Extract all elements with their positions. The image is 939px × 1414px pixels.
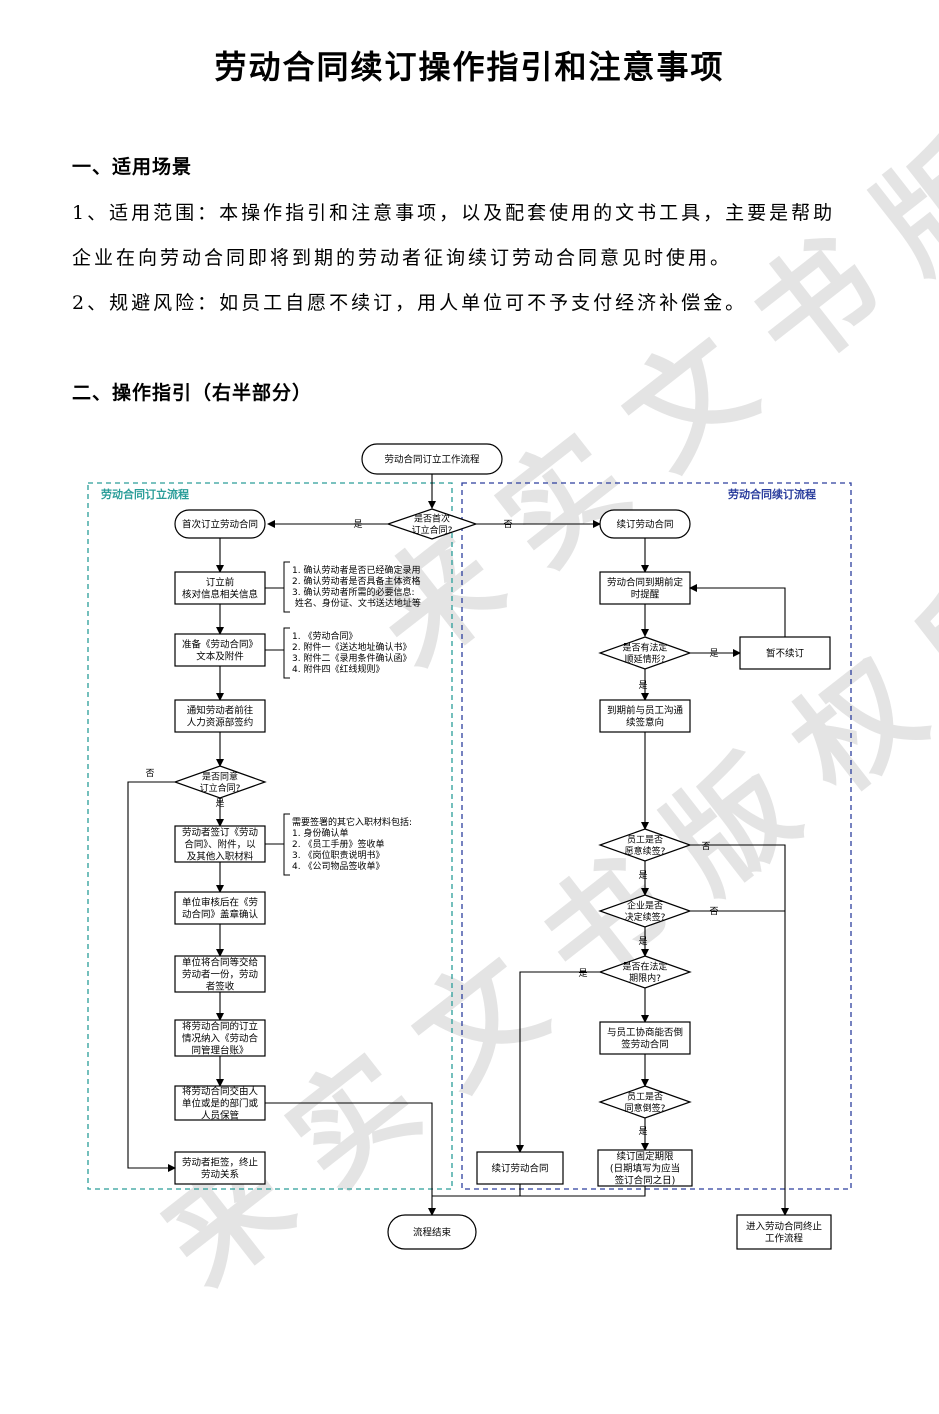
label-deadline-yes: 是 [578,968,587,979]
right-decision-employee-label: 员工是否愿意续签? [625,834,666,857]
document-title: 劳动合同续订操作指引和注意事项 [214,48,725,86]
section-heading-guide: 二、操作指引（右半部分） [72,382,313,404]
edge-agree-no [127,781,176,1172]
decision-first-contract-label: 是否首次订立合同? [412,512,453,536]
left-node-keep-label: 将劳动合同交由人单位或是的部门或人员保管 [182,1085,259,1121]
left-node-sign-label: 劳动者签订《劳动合同》、附件，以及其他入职材料 [182,826,258,862]
note-materials-bracket [283,813,290,876]
left-node-notify-box [174,699,266,733]
edge-renew-end [432,1184,521,1197]
left-node-deliver-label: 单位将合同等交给劳动者一份，劳动者签收 [182,956,259,992]
termination-node-box [736,1214,832,1250]
left-decision-agree-label: 是否同意订立合同? [200,770,241,794]
edge-keep-end [265,1102,436,1216]
label-extension-no: 是 [638,680,647,691]
left-node-terminate-box [174,1151,266,1185]
left-group-frame [87,482,453,1190]
edge-deadline-yes [516,971,600,1153]
left-node-stamp-box [174,891,266,925]
end-node-label: 流程结束 [413,1226,452,1238]
left-node-prepare-label: 准备《劳动合同》文本及附件 [182,638,258,662]
right-decision-backdate-label: 员工是否同意倒签? [625,1091,666,1114]
start-node-label: 劳动合同订立工作流程 [384,453,480,465]
left-node-ledger-label: 将劳动合同的订立情况纳入《劳动合同管理台账》 [182,1020,259,1056]
paragraph-scope-line1: 1、适用范围：本操作指引和注意事项，以及配套使用的文书工具，主要是帮助 [72,202,836,224]
label-extension-yes: 是 [709,648,718,659]
right-decision-company-label: 企业是否决定续签? [625,899,666,923]
right-node-renew-contract-label: 续订劳动合同 [491,1162,548,1174]
right-node-reminder-label: 劳动合同到期前定时提醒 [607,576,684,600]
edge-employee-no [690,844,789,1216]
right-node-reminder-box [599,571,691,605]
note-verify-bracket [283,561,290,613]
right-decision-deadline-label: 是否在法定期限内? [622,960,667,984]
note-prepare-bracket [283,627,290,679]
decision-first-contract-shape [386,508,478,540]
right-group-frame [461,482,852,1190]
left-node-ledger-box [174,1019,266,1057]
label-first-yes: 是 [353,519,362,530]
right-node-backdate-box [599,1021,691,1055]
left-node-first-sign-label: 首次订立劳动合同 [182,518,258,530]
label-backdate-yes: 是 [638,1126,647,1137]
left-node-deliver-box [174,955,266,993]
edge-fixed-end [520,1186,646,1197]
label-agree-no: 否 [145,768,154,779]
left-node-notify-label: 通知劳动者前往人力资源部签约 [187,704,254,728]
label-employee-yes: 是 [638,870,647,881]
label-employee-no: 否 [701,841,710,852]
left-node-stamp-label: 单位审核后在《劳动合同》盖章确认 [182,896,259,920]
left-node-terminate-label: 劳动者拒签，终止劳动关系 [182,1156,259,1180]
label-first-no: 否 [503,519,512,530]
termination-node-label: 进入劳动合同终止工作流程 [746,1220,823,1244]
left-group-title: 劳动合同订立流程 [101,487,189,501]
right-decision-extension-label: 是否有法定顺延情形? [622,641,667,665]
right-node-communicate-box [599,699,691,733]
right-node-backdate-label: 与员工协商能否倒签劳动合同 [607,1026,683,1050]
right-node-fixed-term-label: 续订固定期限(日期填写为应当签订合同之日) [610,1150,680,1186]
left-node-verify-label: 订立前核对信息相关信息 [182,576,258,600]
right-node-renew-contract-box [476,1151,564,1185]
right-node-hold-label: 暂不续订 [766,647,805,659]
left-node-keep-box [174,1085,266,1121]
right-group-title: 劳动合同续订流程 [728,487,816,501]
right-node-fixed-term-box [597,1149,693,1187]
right-node-renew-start-label: 续订劳动合同 [616,518,673,530]
note-prepare-text: 1. 《劳动合同》2. 附件一《送达地址确认书》3. 附件二《录用条件确认函》4… [292,630,411,675]
label-company-no: 否 [709,906,718,917]
paragraph-scope-line2: 企业在向劳动合同即将到期的劳动者征询续订劳动合同意见时使用。 [72,247,733,269]
end-node-box [387,1214,477,1250]
paragraph-risk: 2、规避风险：如员工自愿不续订，用人单位可不予支付经济补偿金。 [72,292,748,314]
section-heading-scenario: 一、适用场景 [72,156,193,178]
label-company-yes: 是 [638,936,647,947]
edge-hold-back [689,584,786,637]
right-node-communicate-label: 到期前与员工沟通续签意向 [607,704,684,728]
